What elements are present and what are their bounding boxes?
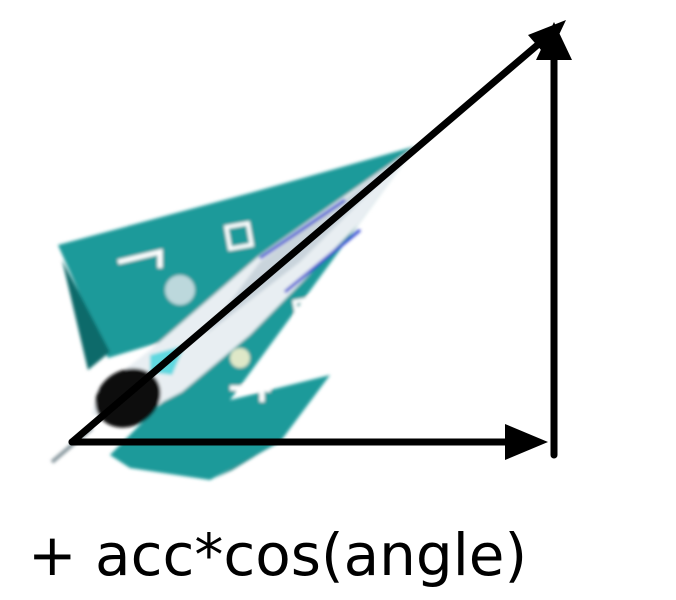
resultant-arrow <box>68 32 552 446</box>
vertical-component-label: - acc*sin(angle) <box>669 5 676 462</box>
ship-top-wing-shade <box>62 260 110 370</box>
ship-panel <box>223 220 255 252</box>
ship-hatch <box>165 275 195 305</box>
ship-top-wing <box>58 146 416 358</box>
ship-hatch <box>230 348 250 368</box>
horizontal-component-label: + acc*cos(angle) <box>28 521 528 589</box>
ship-panel <box>292 296 318 322</box>
ship-panel-trim <box>230 375 271 402</box>
ship-bottom-wing-shade <box>215 442 278 478</box>
ship-accent-line <box>284 228 361 294</box>
arrowhead-icon <box>536 22 572 60</box>
ship-accent-line <box>259 198 346 260</box>
arrowhead-icon <box>505 424 548 460</box>
ship-panel-trim <box>117 248 163 268</box>
